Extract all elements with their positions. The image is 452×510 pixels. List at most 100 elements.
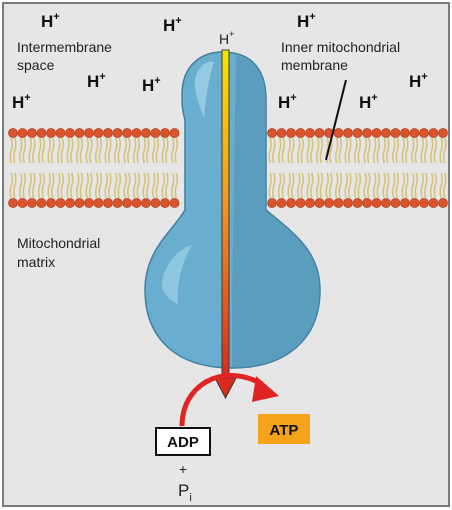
- lipid-tail: [414, 172, 419, 199]
- adp-box-frame: [155, 427, 211, 456]
- lipid-head: [8, 198, 18, 208]
- lipid-head: [286, 128, 296, 138]
- lipid-head: [84, 128, 94, 138]
- lipid-head: [267, 128, 277, 138]
- lipid-tail: [79, 137, 84, 164]
- lipid-tail: [51, 172, 55, 199]
- lipid-tail: [32, 137, 36, 164]
- lipid-tail: [439, 172, 443, 199]
- lipid-head: [381, 198, 391, 208]
- lipid-head: [160, 128, 170, 138]
- mitochondrial-matrix-label: Mitochondrial matrix: [17, 235, 104, 270]
- lipid-tail: [155, 137, 160, 164]
- lipid-tail: [151, 137, 156, 164]
- lipid-tail: [353, 137, 358, 164]
- lipid-tail: [319, 172, 324, 199]
- lipid-tail: [287, 137, 291, 164]
- lipid-tail: [443, 137, 447, 164]
- lipid-tail: [22, 172, 27, 199]
- lipid-head: [352, 128, 363, 138]
- lipid-tail: [41, 137, 46, 164]
- lipid-tail: [338, 172, 343, 199]
- lipid-tail: [32, 172, 36, 199]
- lipid-tail: [161, 172, 165, 199]
- lipid-tail: [443, 172, 447, 199]
- lipid-head: [352, 198, 363, 208]
- lipid-tail: [174, 137, 179, 164]
- lipid-tail: [272, 172, 276, 199]
- lipid-tail: [165, 137, 169, 164]
- lipid-head: [305, 198, 315, 208]
- lipid-tail: [296, 172, 301, 199]
- proton-ion: H+: [297, 11, 316, 31]
- lipid-tail: [433, 172, 438, 199]
- plus-sign: +: [179, 461, 187, 477]
- lipid-head: [438, 128, 448, 138]
- lipid-head: [314, 198, 325, 208]
- lipid-tail: [367, 172, 371, 199]
- proton-ions: H+ H+ H+ H+ H+ H+ H+ H+ H+: [12, 11, 428, 112]
- lipid-head: [419, 128, 429, 138]
- lipid-tail: [391, 172, 396, 199]
- lipid-head: [169, 128, 180, 138]
- lipid-tail: [18, 172, 23, 199]
- lipid-head: [428, 128, 439, 138]
- lipid-tail: [66, 137, 70, 164]
- lipid-tail: [146, 137, 150, 164]
- membrane-pointer-line: [325, 79, 347, 161]
- lipid-tail: [291, 172, 295, 199]
- lipid-head: [103, 128, 113, 138]
- lipid-tail: [47, 137, 51, 164]
- lipid-head: [160, 198, 170, 208]
- proton-ion: H+: [278, 92, 297, 112]
- lipid-tail: [367, 137, 371, 164]
- lipid-tail: [382, 137, 386, 164]
- lipid-head: [27, 198, 37, 208]
- lipid-head: [65, 198, 75, 208]
- lipid-tail: [66, 172, 70, 199]
- lipid-tail: [315, 137, 320, 164]
- lipid-tail: [372, 137, 377, 164]
- lipid-head: [122, 128, 132, 138]
- proton-ion: H+: [409, 71, 428, 91]
- lipid-tail: [41, 172, 46, 199]
- lipid-tail: [353, 172, 358, 199]
- lipid-head: [93, 198, 104, 208]
- lipid-tail: [433, 137, 438, 164]
- lipid-tail: [170, 137, 175, 164]
- lipid-tail: [300, 172, 305, 199]
- lipid-tail: [98, 137, 103, 164]
- lipid-head: [74, 198, 85, 208]
- lipid-tail: [108, 137, 112, 164]
- proton-channel-arrow: [214, 49, 237, 400]
- lipid-tail: [161, 137, 165, 164]
- lipid-head: [141, 198, 151, 208]
- lipid-head: [409, 198, 420, 208]
- lipid-tail: [391, 137, 396, 164]
- lipid-tail: [123, 137, 127, 164]
- lipid-head: [150, 128, 161, 138]
- lipid-tail: [142, 137, 146, 164]
- lipid-head: [84, 198, 94, 208]
- adp-label: ADP: [167, 434, 199, 451]
- inner-membrane-label: Inner mitochondrial membrane: [281, 39, 404, 73]
- lipid-tail: [98, 172, 103, 199]
- lipid-tail: [94, 172, 99, 199]
- lipid-tail: [174, 172, 179, 199]
- lipid-tail: [310, 172, 314, 199]
- lipid-tail: [136, 137, 141, 164]
- lipid-head: [362, 128, 372, 138]
- lipid-tail: [75, 137, 80, 164]
- lipid-tail: [420, 172, 424, 199]
- proton-ion: H+: [41, 11, 60, 31]
- lipid-tail: [405, 172, 409, 199]
- lipid-tail: [306, 172, 310, 199]
- lipid-tail: [424, 172, 428, 199]
- lipid-tail: [287, 172, 291, 199]
- proton-ion: H+: [87, 71, 106, 91]
- lipid-tail: [420, 137, 424, 164]
- lipid-tail: [348, 172, 352, 199]
- proton-ion: H+: [359, 92, 378, 112]
- lipid-tail: [372, 172, 377, 199]
